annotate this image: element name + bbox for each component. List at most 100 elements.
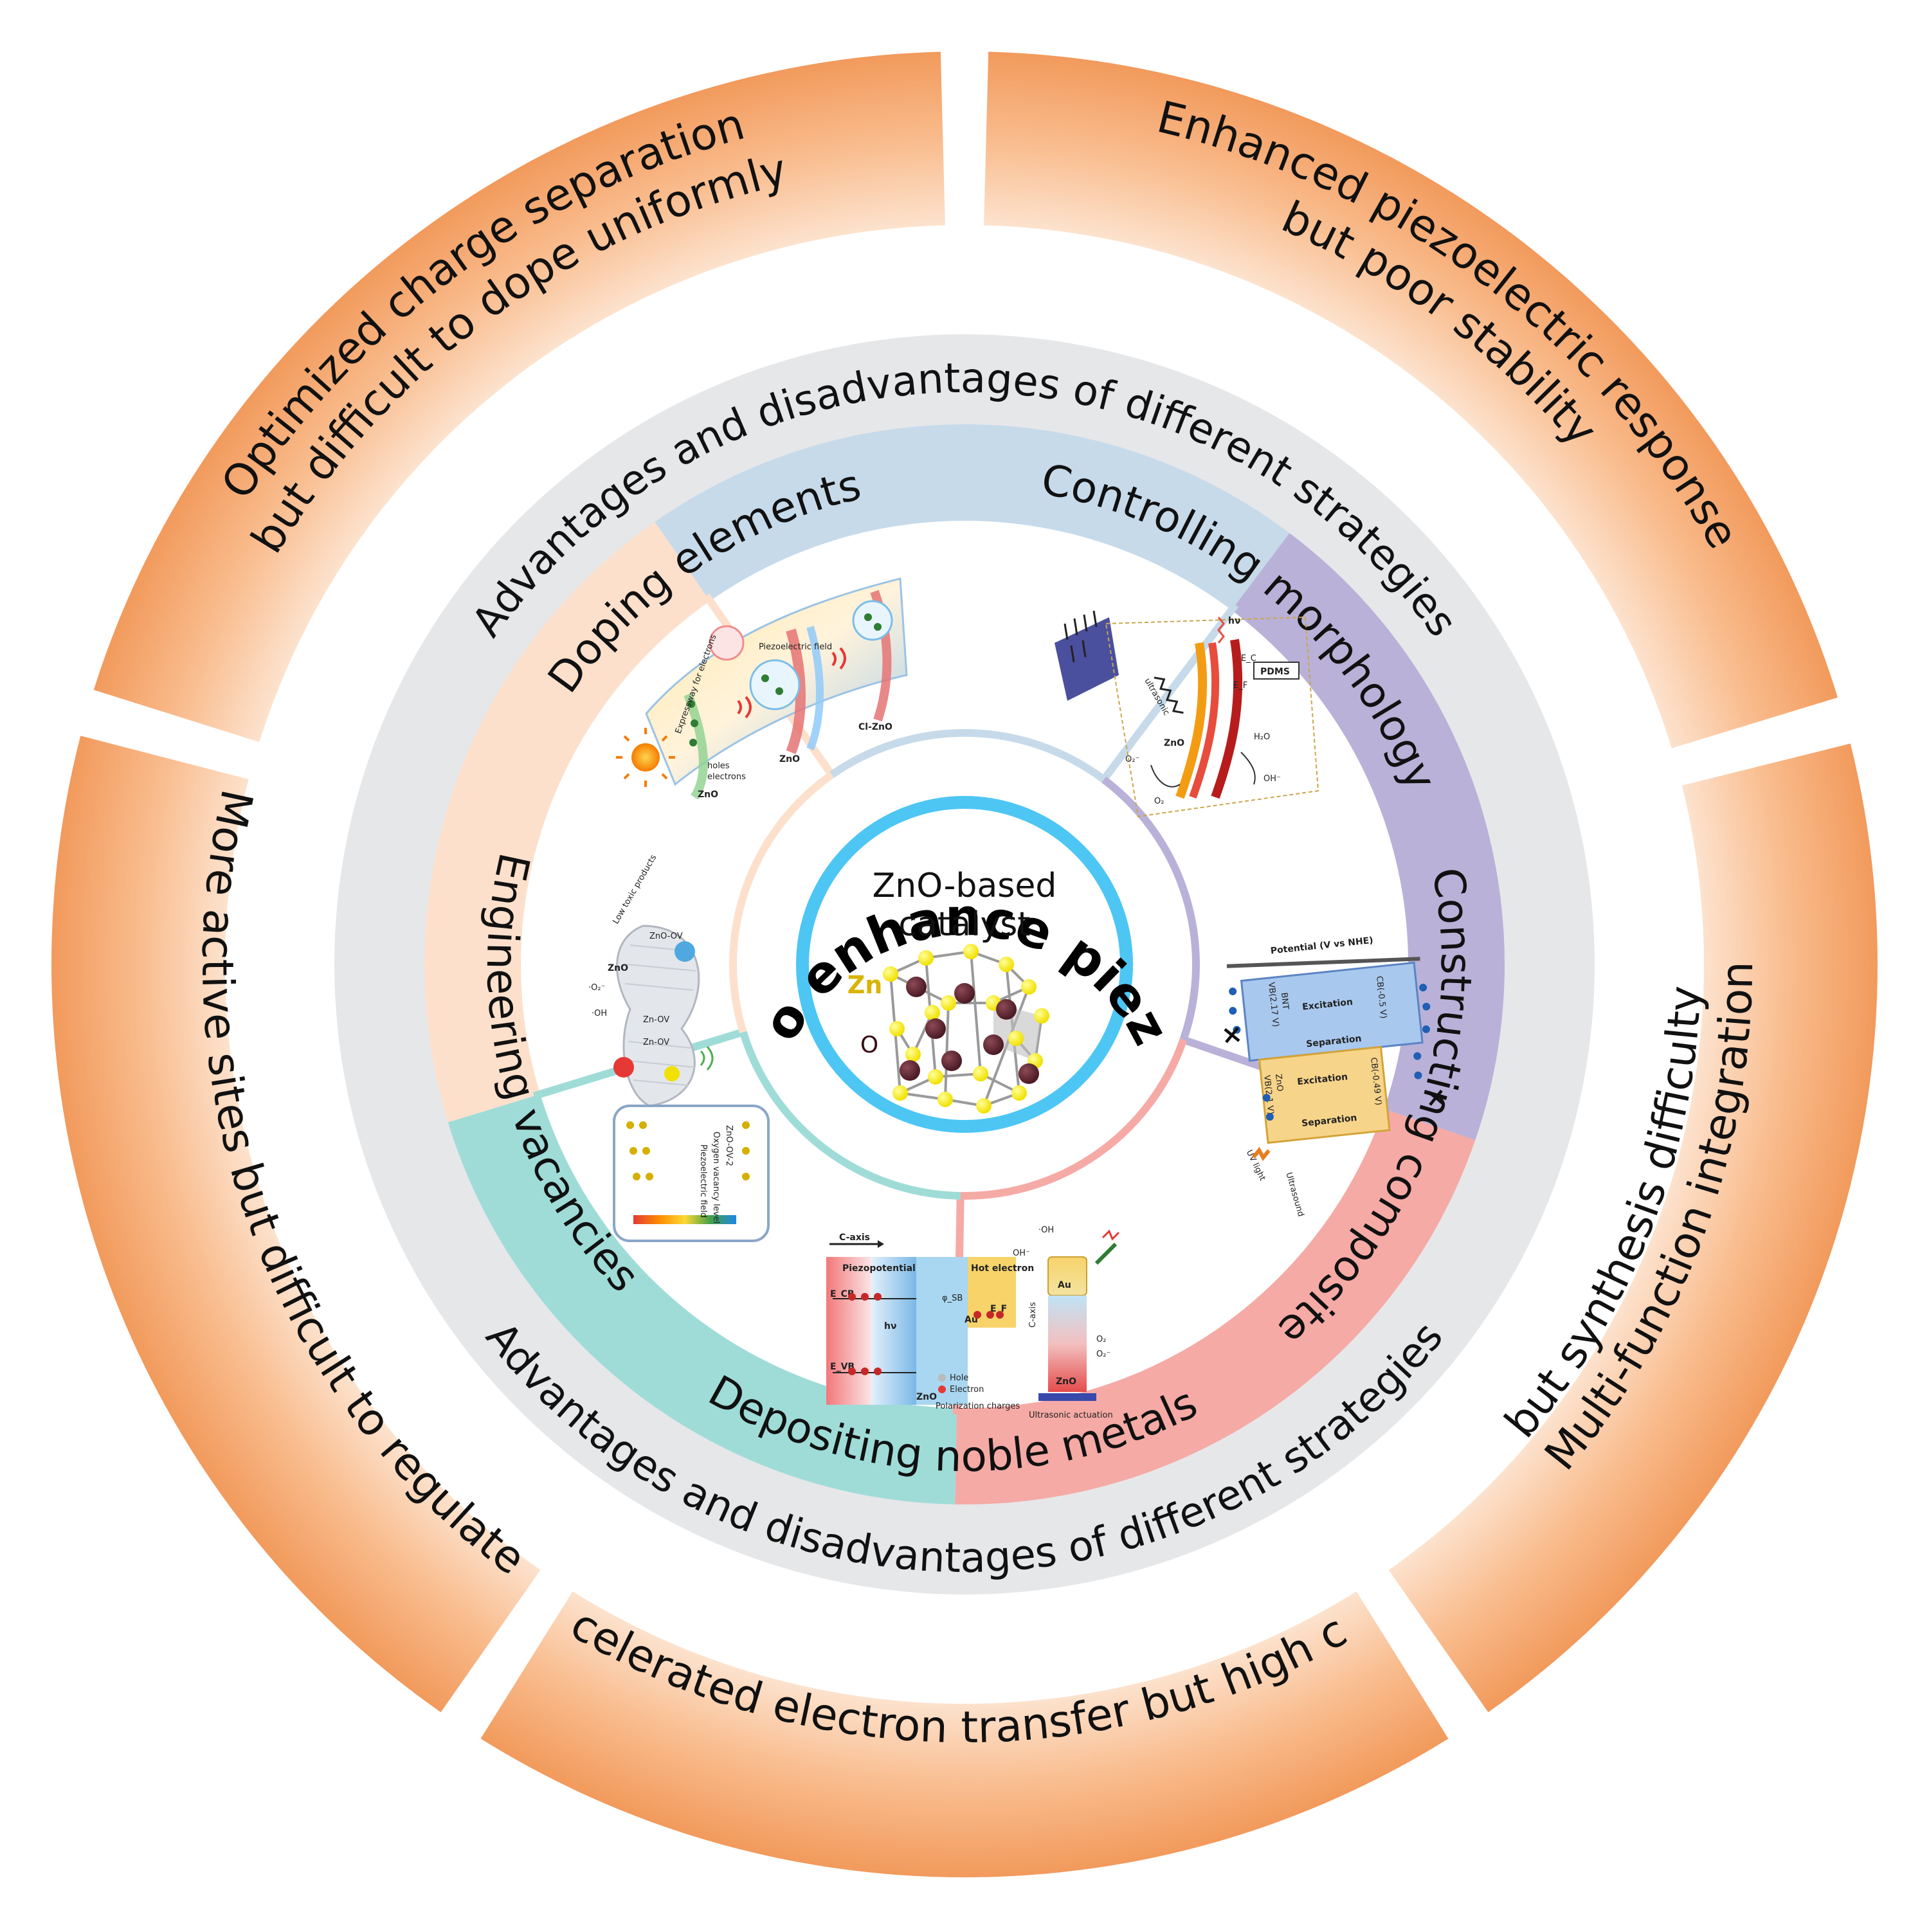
noble-legend-electron-icon — [938, 1386, 946, 1393]
vacancy-label-znov2: Zn-OV — [643, 1038, 669, 1047]
electron-dot — [689, 739, 697, 746]
pdms-box — [1253, 662, 1300, 680]
charge-dot — [1413, 1052, 1422, 1060]
core-line2: catalyst — [898, 905, 1030, 944]
zn-atom — [963, 944, 979, 959]
vacancy-zn-icon — [664, 1066, 680, 1081]
outer-segment-multi-function — [1388, 743, 1878, 1713]
charge-dot — [874, 1293, 882, 1301]
morph-label-hv: hν — [1228, 616, 1241, 626]
noble-label-hot-electron: Hot electron — [971, 1263, 1034, 1274]
noble-syringe-icon — [1094, 1242, 1118, 1265]
inset-doping: ZnO ZnO Cl-ZnO holes electrons Expresswa… — [616, 577, 908, 800]
charge-dot — [848, 1293, 856, 1301]
inset-noble: C-axis Piezopotential Hot electron hν E_… — [826, 1225, 1120, 1420]
noble-label-ef: E_F — [990, 1304, 1007, 1314]
o-atom — [906, 977, 927, 997]
morph-label-zno: ZnO — [1164, 738, 1184, 748]
composite-zno-box — [1258, 1045, 1391, 1144]
o-atom — [900, 1060, 920, 1081]
noble-label-ultrasonic: Ultrasonic actuation — [1029, 1411, 1113, 1420]
noble-light-icon — [1101, 1229, 1120, 1241]
electron-dot — [864, 613, 872, 621]
charge-dot — [626, 1121, 634, 1129]
zn-atom — [999, 957, 1014, 972]
charge-dot — [742, 1147, 750, 1155]
doping-label-holes: holes — [707, 761, 730, 771]
vacancy-label-ov-level: Oxygen vacancy level — [711, 1132, 721, 1223]
charge-dot — [1233, 1025, 1241, 1034]
charge-dot — [861, 1368, 869, 1375]
noble-label-zno: ZnO — [916, 1392, 937, 1402]
noble-label-zno2: ZnO — [1056, 1377, 1076, 1387]
noble-zno-pillar — [1048, 1296, 1087, 1392]
charge-dot — [742, 1173, 750, 1180]
electron-dot — [775, 687, 783, 695]
charge-dot — [1229, 988, 1237, 996]
composite-label-cb-bnt: CB(-0.5 V) — [1374, 975, 1388, 1019]
noble-label-piezopotential: Piezopotential — [842, 1263, 916, 1274]
doping-zoom-circle3 — [709, 625, 745, 661]
vacancy-label-o2: ·O₂⁻ — [588, 983, 605, 993]
zn-atom — [941, 995, 956, 1011]
noble-label-electron: Electron — [950, 1385, 984, 1395]
charge-dot — [1414, 1071, 1422, 1079]
center-border-arc — [739, 1031, 961, 1200]
zn-atom — [973, 1066, 988, 1081]
o-atom — [954, 983, 975, 1004]
morph-band-darkred — [1211, 638, 1243, 799]
charge-dot — [1262, 1094, 1271, 1102]
noble-label-evb: E_VB — [830, 1362, 855, 1372]
zn-atom — [928, 1069, 943, 1085]
composite-potential-axis — [1226, 957, 1420, 968]
electron-dot — [687, 700, 695, 708]
composite-cross-icon2: × — [1424, 1081, 1448, 1113]
core-line1: ZnO-based — [873, 867, 1057, 905]
noble-label-o2: O₂ — [1096, 1335, 1106, 1344]
vacancy-label-piezo-field: Piezoelectric field — [698, 1144, 708, 1218]
composite-label-bnt: BNT — [1279, 992, 1291, 1010]
electron-dot — [761, 674, 769, 682]
doping-label-zno2: ZnO — [779, 754, 800, 764]
noble-label-phisb: φ_SB — [942, 1294, 963, 1303]
morph-label-pdms: PDMS — [1260, 667, 1290, 677]
core-circle-border — [796, 796, 1133, 1133]
noble-label-hv: hν — [884, 1321, 897, 1332]
charge-dot — [986, 1311, 994, 1319]
charge-dot — [848, 1368, 856, 1375]
center-border-arcs — [729, 729, 1200, 1200]
doping-wave-icon — [737, 696, 752, 719]
center-border-arc — [829, 729, 1107, 783]
noble-label-au2: Au — [1058, 1280, 1071, 1290]
outer-segment-electron-transfer — [480, 1591, 1449, 1878]
o-atom — [996, 999, 1017, 1020]
charge-dot — [639, 1121, 647, 1129]
morph-label-oh: OH⁻ — [1263, 774, 1281, 784]
noble-label-caxis: C-axis — [839, 1232, 870, 1243]
o-atom — [983, 1034, 1004, 1055]
doping-label-zno1: ZnO — [698, 790, 718, 800]
light-wave-icon — [1217, 617, 1225, 644]
electron-dot — [691, 719, 698, 727]
sun-icon — [631, 743, 660, 772]
doping-label-piezo-field: Piezoelectric field — [759, 642, 832, 652]
lattice-bond — [970, 951, 982, 1074]
doping-band-red — [786, 628, 806, 754]
morph-label-ec: E_C — [1241, 654, 1256, 664]
o-atom — [941, 1051, 962, 1071]
outer-segment-piezoelectric-response — [984, 51, 1838, 748]
doping-wave-icon2 — [831, 647, 846, 670]
doping-band-blue — [806, 626, 824, 751]
zn-atom — [1034, 1008, 1049, 1024]
strategy-segment-vacancies — [424, 521, 711, 1123]
composite-cross-icon: × — [1220, 1019, 1244, 1051]
uv-light-icon — [1251, 1146, 1271, 1161]
doping-label-electrons: electrons — [707, 772, 746, 782]
morph-label-o2minus: O₂⁻ — [1125, 755, 1139, 764]
outer-segment-active-sites — [51, 736, 541, 1713]
charge-dot — [1422, 1002, 1431, 1011]
charge-dot — [874, 1368, 882, 1375]
noble-label-hole: Hole — [950, 1373, 968, 1383]
charge-dot — [642, 1147, 650, 1155]
